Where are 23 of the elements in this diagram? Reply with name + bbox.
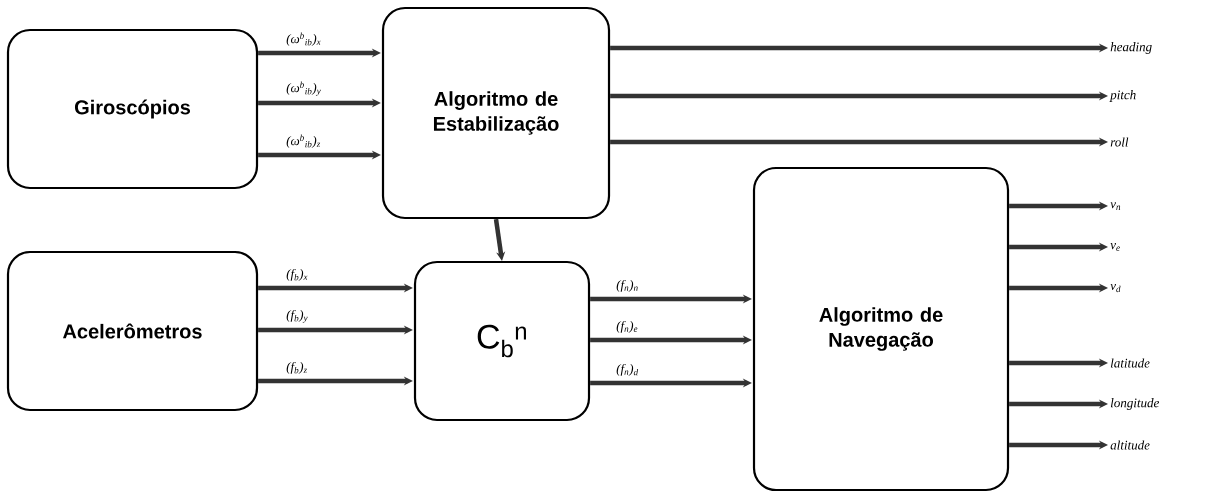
edge-label: (f$_{b}$)$_{y}$ (286, 309, 308, 323)
output-label: heading (1110, 42, 1152, 54)
edge-label: (f$_{b}$)$_{z}$ (286, 361, 307, 374)
process-box: Algoritmo de Estabilização (381, 6, 611, 220)
edge-label: (f$_{b}$)$_{x}$ (286, 268, 308, 281)
edge-label: (ω$^{b}$$_{ib}$)$_{x}$ (286, 32, 321, 46)
output-label: altitude (1110, 440, 1150, 450)
output-label: roll (1110, 137, 1129, 147)
output-label: longitude (1110, 398, 1160, 410)
output-label: v$_{d}$ (1110, 283, 1121, 293)
process-box: Giroscópios (6, 28, 259, 190)
edge-label: (f$_{n}$)$_{d}$ (616, 363, 639, 376)
process-box: Acelerômetros (6, 250, 259, 412)
output-label: v$_{n}$ (1110, 202, 1121, 210)
output-label: latitude (1110, 358, 1150, 368)
edge-label: (ω$^{b}$$_{ib}$)$_{y}$ (286, 81, 321, 96)
edge-label: (ω$^{b}$$_{ib}$)$_{z}$ (286, 134, 321, 148)
output-label: pitch (1109, 90, 1136, 102)
edge-label: (f$_{n}$)$_{e}$ (616, 320, 638, 333)
process-box: Algoritmo de Navegação (752, 166, 1010, 492)
output-label: v$_{e}$ (1110, 243, 1120, 251)
edge-label: (f$_{n}$)$_{n}$ (616, 279, 638, 292)
process-box: C$_{b}$n (413, 260, 591, 422)
